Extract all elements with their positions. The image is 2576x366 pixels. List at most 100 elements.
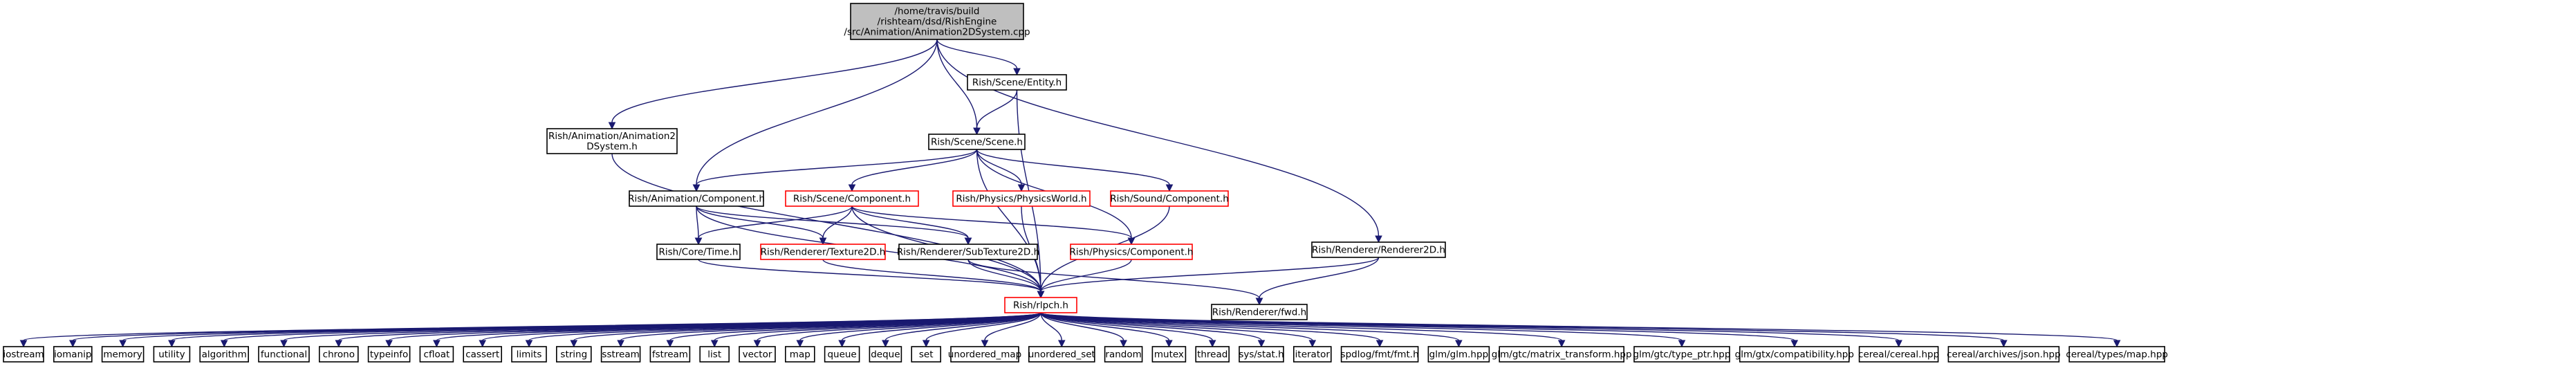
- edge-arrowhead: [1037, 291, 1045, 299]
- node-box: [1070, 244, 1193, 260]
- node-l25[interactable]: sys/stat.h: [1239, 346, 1284, 363]
- node-label: glm/glm.hpp: [1429, 349, 1488, 360]
- node-label: unordered_set: [1028, 349, 1095, 360]
- node-l24[interactable]: thread: [1195, 346, 1230, 363]
- node-l21[interactable]: unordered_set: [1028, 346, 1095, 363]
- node-box: [546, 128, 678, 154]
- edge-line: [698, 205, 853, 239]
- node-box: [1499, 346, 1624, 363]
- node-box: [1311, 241, 1446, 258]
- node-box: [199, 346, 250, 363]
- edge-scenecomp-to-coretime: [694, 205, 853, 246]
- node-l17[interactable]: queue: [824, 346, 860, 363]
- node-l11[interactable]: string: [555, 346, 592, 363]
- edge-arrowhead: [1013, 68, 1021, 76]
- edge-arrowhead: [796, 340, 804, 348]
- node-label: Rish/Renderer/Renderer2D.h: [1312, 245, 1445, 256]
- edge-line: [799, 312, 1041, 341]
- edge-rpch-to-l29: [1040, 312, 1566, 348]
- node-l16[interactable]: map: [785, 346, 815, 363]
- node-coretime[interactable]: Rish/Core/Time.h: [656, 244, 741, 260]
- edge-arrowhead: [882, 340, 889, 348]
- node-l32[interactable]: cereal/cereal.hpp: [1858, 346, 1939, 363]
- node-l1[interactable]: iomanip: [53, 346, 93, 363]
- node-l34[interactable]: cereal/types/map.hpp: [2066, 346, 2168, 363]
- node-l28[interactable]: glm/glm.hpp: [1427, 346, 1490, 363]
- node-l19[interactable]: set: [911, 346, 941, 363]
- node-l3[interactable]: utility: [153, 346, 191, 363]
- edge-line: [851, 205, 969, 239]
- node-l4[interactable]: algorithm: [199, 346, 250, 363]
- node-soundcomp[interactable]: Rish/Sound/Component.h: [1110, 190, 1229, 207]
- node-label: Rish/Renderer/SubTexture2D.h: [897, 247, 1039, 258]
- node-animcomp[interactable]: Rish/Animation/Component.h: [628, 190, 765, 207]
- node-l8[interactable]: cfloat: [419, 346, 454, 363]
- edge-arrowhead: [1375, 340, 1384, 348]
- node-l15[interactable]: vector: [739, 346, 776, 363]
- node-entity[interactable]: Rish/Scene/Entity.h: [967, 74, 1067, 91]
- node-root[interactable]: /home/travis/build/rishteam/dsd/RishEngi…: [844, 3, 1030, 40]
- edge-rpch-to-l26: [1040, 312, 1317, 348]
- node-box: [1858, 346, 1939, 363]
- edge-line: [841, 312, 1041, 341]
- node-texture2d[interactable]: Rish/Renderer/Texture2D.h: [760, 244, 886, 260]
- node-l23[interactable]: mutex: [1151, 346, 1187, 363]
- node-renderer2d[interactable]: Rish/Renderer/Renderer2D.h: [1311, 241, 1446, 258]
- node-box: [928, 134, 1026, 150]
- node-scenecomp[interactable]: Rish/Scene/Component.h: [785, 190, 919, 207]
- nodes-layer: /home/travis/build/rishteam/dsd/RishEngi…: [3, 3, 2168, 363]
- node-physworld[interactable]: Rish/Physics/PhysicsWorld.h: [952, 190, 1091, 207]
- node-l26[interactable]: iterator: [1293, 346, 1332, 363]
- edge-arrowhead: [280, 340, 288, 348]
- edge-arrowhead: [1790, 340, 1799, 348]
- node-scene[interactable]: Rish/Scene/Scene.h: [928, 134, 1026, 150]
- edge-line: [171, 312, 1041, 341]
- node-l31[interactable]: glm/gtx/compatibility.hpp: [1735, 346, 1854, 363]
- edge-rpch-to-l21: [1040, 312, 1066, 348]
- node-fwd[interactable]: Rish/Renderer/fwd.h: [1211, 304, 1308, 320]
- edge-scene-to-physworld: [976, 149, 1026, 192]
- edge-line: [1040, 312, 1562, 341]
- edge-line: [967, 259, 1260, 299]
- node-box: [699, 346, 730, 363]
- node-l6[interactable]: chrono: [318, 346, 359, 363]
- node-box: [911, 346, 941, 363]
- node-box: [318, 346, 359, 363]
- node-l30[interactable]: glm/gtc/type_ptr.hpp: [1633, 346, 1731, 363]
- node-l22[interactable]: random: [1104, 346, 1143, 363]
- node-l33[interactable]: cereal/archives/json.hpp: [1947, 346, 2061, 363]
- node-label: functional: [261, 349, 307, 360]
- node-rpch[interactable]: Rish/rlpch.h: [1004, 297, 1077, 313]
- node-l2[interactable]: memory: [101, 346, 145, 363]
- node-subtex[interactable]: Rish/Renderer/SubTexture2D.h: [897, 244, 1039, 260]
- node-l29[interactable]: glm/gtc/matrix_transform.hpp: [1492, 346, 1632, 363]
- edge-arrowhead: [710, 340, 719, 348]
- edge-arrowhead: [2000, 340, 2008, 348]
- node-box: [1947, 346, 2060, 363]
- node-physcomp[interactable]: Rish/Physics/Component.h: [1070, 244, 1194, 260]
- node-l10[interactable]: limits: [511, 346, 547, 363]
- edge-line: [936, 39, 1018, 69]
- node-l13[interactable]: fstream: [649, 346, 691, 363]
- edge-entity-to-scene: [973, 89, 1018, 136]
- node-box: [952, 190, 1091, 207]
- edge-line: [696, 205, 824, 239]
- node-l7[interactable]: typeinfo: [367, 346, 411, 363]
- edge-rpch-to-l28: [1040, 312, 1463, 348]
- node-l14[interactable]: list: [699, 346, 730, 363]
- node-label: iomanip: [54, 349, 91, 360]
- edge-line: [698, 259, 1041, 292]
- edge-arrowhead: [666, 340, 674, 348]
- node-anim2d[interactable]: Rish/Animation/Animation2DSystem.h: [546, 128, 678, 154]
- node-l0[interactable]: iostream: [3, 346, 44, 363]
- node-l9[interactable]: cassert: [463, 346, 503, 363]
- node-l20[interactable]: unordered_map: [948, 346, 1021, 363]
- node-l12[interactable]: sstream: [600, 346, 641, 363]
- node-box: [1340, 346, 1419, 363]
- edge-arrowhead: [1895, 340, 1902, 348]
- node-l27[interactable]: spdlog/fmt/fmt.h: [1340, 346, 1419, 363]
- node-l18[interactable]: deque: [869, 346, 902, 363]
- node-box: [739, 346, 776, 363]
- edge-line: [976, 89, 1018, 129]
- node-l5[interactable]: functional: [258, 346, 310, 363]
